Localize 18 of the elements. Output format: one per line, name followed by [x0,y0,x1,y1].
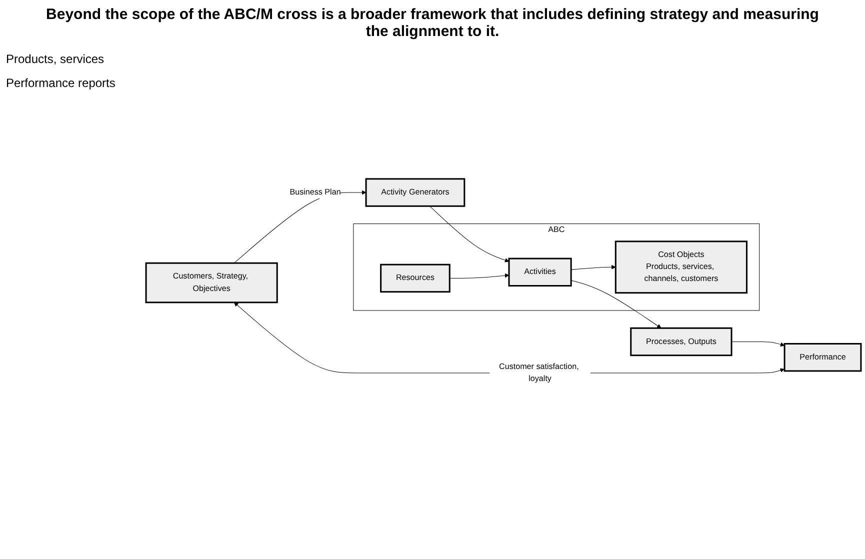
note-text: Products, services [6,52,106,66]
diagram-title: Beyond the scope of the ABC/M cross is a broader framework that includes defining strategy and measuring the alignment to it. [45,6,820,40]
node-box: Processes, Outputs [630,327,732,356]
arrow [449,273,510,278]
arrow [429,206,510,262]
node-box: Resources [380,264,450,293]
arrow [234,302,785,374]
node-box: Activity Generators [365,178,466,207]
edge-label: Business Plan [290,188,341,197]
arrow [570,264,616,270]
node-box: Performance [784,343,862,372]
arrow [731,341,785,347]
note-text: Performance reports [6,76,116,90]
node-box: Customers, Strategy, Objectives [145,262,278,304]
node-box: Activities [508,258,572,287]
edge-label: Customer satisfaction, loyalty [499,362,579,384]
node-box: Cost Objects Products, services, channels, customers [614,240,748,294]
arrow [570,280,662,328]
